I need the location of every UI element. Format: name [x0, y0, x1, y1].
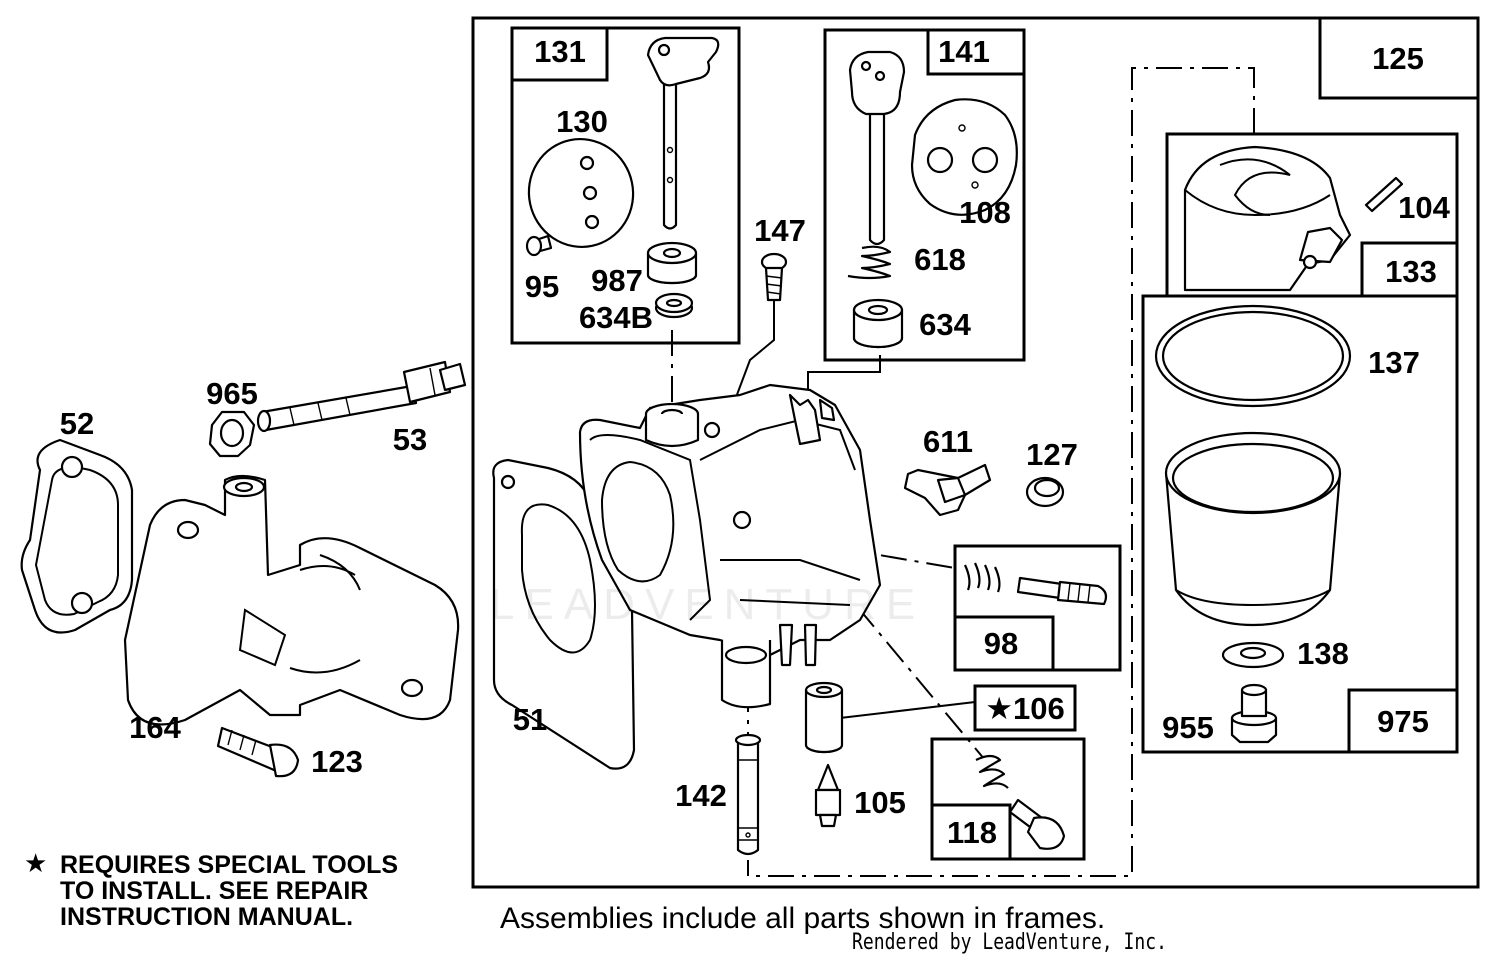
elbow-611	[903, 463, 992, 517]
label-130: 130	[556, 104, 608, 139]
nut-965	[208, 410, 256, 458]
rendered-by-credit: Rendered by LeadVenture, Inc.	[852, 930, 1167, 955]
pin-104	[1364, 176, 1404, 213]
special-tools-text: REQUIRES SPECIAL TOOLS TO INSTALL. SEE R…	[60, 851, 399, 931]
frame-118	[930, 737, 1086, 861]
label-51: 51	[513, 702, 547, 737]
plug-127	[1025, 476, 1065, 508]
main-assembly-frame	[471, 16, 1480, 889]
label-975: 975	[1377, 704, 1429, 739]
label-142: 142	[675, 778, 727, 813]
label-141: 141	[938, 34, 990, 69]
label-618: 618	[914, 242, 966, 277]
part-labels: 131 130 95 987 634B 141 108 618 634 147 …	[60, 34, 1451, 850]
label-98: 98	[984, 626, 1018, 661]
label-634b: 634B	[579, 300, 653, 335]
frame-131	[510, 26, 741, 345]
label-53: 53	[393, 422, 427, 457]
mixture-screw-118	[975, 754, 1066, 850]
choke-shaft-131-parts	[525, 36, 720, 319]
nozzle-142	[734, 733, 762, 856]
label-987: 987	[591, 263, 643, 298]
star-icon: ★	[24, 848, 48, 878]
bolt-955	[1230, 683, 1278, 744]
label-108: 108	[959, 195, 1011, 230]
label-104: 104	[1398, 190, 1450, 225]
idle-screw-98	[964, 562, 1108, 606]
special-tools-note: ★ REQUIRES SPECIAL TOOLS TO INSTALL. SEE…	[24, 848, 464, 931]
gasket-137	[1154, 304, 1352, 408]
label-131: 131	[534, 34, 586, 69]
frame-141	[823, 28, 1026, 362]
assemblies-note: Assemblies include all parts shown in fr…	[500, 902, 1106, 935]
seat-106	[804, 681, 844, 754]
label-106: ★106	[985, 691, 1065, 726]
throttle-shaft-141-parts	[847, 50, 1018, 349]
gasket-52	[20, 438, 134, 634]
label-133: 133	[1385, 254, 1437, 289]
frame-98	[953, 544, 1122, 672]
label-52: 52	[60, 406, 94, 441]
label-123: 123	[311, 744, 363, 779]
carburetor-body	[578, 383, 882, 709]
washer-138	[1221, 641, 1285, 669]
bowl-975	[1164, 431, 1342, 627]
label-118: 118	[947, 815, 997, 850]
label-105: 105	[854, 785, 906, 820]
float-133	[1183, 145, 1352, 292]
watermark: LEADVENTURE	[490, 580, 926, 629]
needle-105	[814, 763, 842, 828]
frame-125	[747, 16, 1480, 877]
tube-53	[256, 360, 467, 433]
label-127: 127	[1026, 437, 1078, 472]
screw-147	[760, 252, 788, 302]
label-137: 137	[1368, 345, 1420, 380]
label-965: 965	[206, 376, 258, 411]
label-147: 147	[754, 213, 806, 248]
frame-106	[973, 684, 1077, 732]
intake-164	[123, 474, 460, 726]
label-611: 611	[923, 424, 973, 459]
label-634: 634	[919, 307, 971, 342]
label-95: 95	[525, 269, 559, 304]
label-138: 138	[1297, 636, 1349, 671]
label-125: 125	[1372, 41, 1424, 76]
label-164: 164	[129, 710, 181, 745]
label-955: 955	[1162, 710, 1214, 745]
screw-123	[216, 726, 300, 778]
